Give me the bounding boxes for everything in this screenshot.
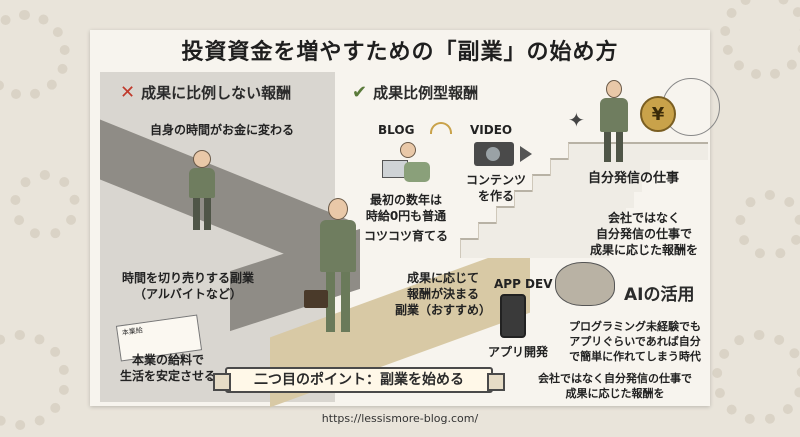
- bottom-summary: 会社ではなく自分発信の仕事で 成果に応じた報酬を: [538, 372, 692, 400]
- video-camera-icon: [474, 142, 514, 166]
- ai-title: AIの活用: [624, 285, 695, 305]
- ai-description: プログラミング未経験でも アプリぐらいであれば自分 で簡単に作れてしまう時代: [569, 320, 701, 363]
- gear-decoration: [735, 190, 800, 260]
- caption-stable-life: 本業の給料で 生活を安定させる: [119, 353, 216, 384]
- sparkle-icon: ✦: [568, 108, 585, 132]
- blog-description: 最初の数年は 時給0円も普通 コツコツ育てる: [363, 193, 448, 244]
- gear-decoration: [0, 10, 70, 100]
- caption-time-money: 自身の時間がお金に変わる: [150, 123, 295, 137]
- right-heading: ✔成果比例型報酬: [352, 82, 479, 103]
- result-based-label: 成果に応じて 報酬が決まる 副業（おすすめ）: [394, 271, 491, 318]
- blog-label: BLOG: [378, 123, 415, 137]
- app-dev-label: APP DEV: [494, 277, 553, 291]
- video-description: コンテンツ を作る: [465, 173, 526, 204]
- caption-sell-time: 時間を切り売りする副業 （アルバイトなど）: [121, 271, 254, 302]
- laptop-person-icon: [378, 142, 432, 182]
- source-url: https://lessismore-blog.com/: [321, 412, 479, 425]
- point-banner: 二つ目のポイント：副業を始める: [213, 367, 505, 393]
- sun-icon: [430, 122, 452, 134]
- gear-decoration: [720, 0, 800, 80]
- cross-icon: ✕: [120, 82, 136, 103]
- gear-decoration: [0, 330, 70, 430]
- left-heading: ✕成果に比例しない報酬: [120, 82, 292, 103]
- gear-decoration: [712, 330, 800, 425]
- smartphone-icon: [500, 294, 526, 338]
- page-title: 投資資金を増やすための「副業」の始め方: [181, 40, 619, 65]
- play-icon: [520, 146, 532, 162]
- check-icon: ✔: [352, 82, 368, 103]
- gear-decoration: [10, 170, 80, 240]
- yen-coin-icon: ¥: [640, 96, 676, 132]
- briefcase-icon: [304, 290, 328, 308]
- self-work-description: 会社ではなく 自分発信の仕事で 成果に応じた報酬を: [589, 211, 698, 258]
- brain-icon: [555, 262, 615, 306]
- app-dev-description: アプリ開発: [488, 345, 549, 359]
- video-label: VIDEO: [470, 123, 513, 137]
- self-work-label: 自分発信の仕事: [588, 171, 680, 186]
